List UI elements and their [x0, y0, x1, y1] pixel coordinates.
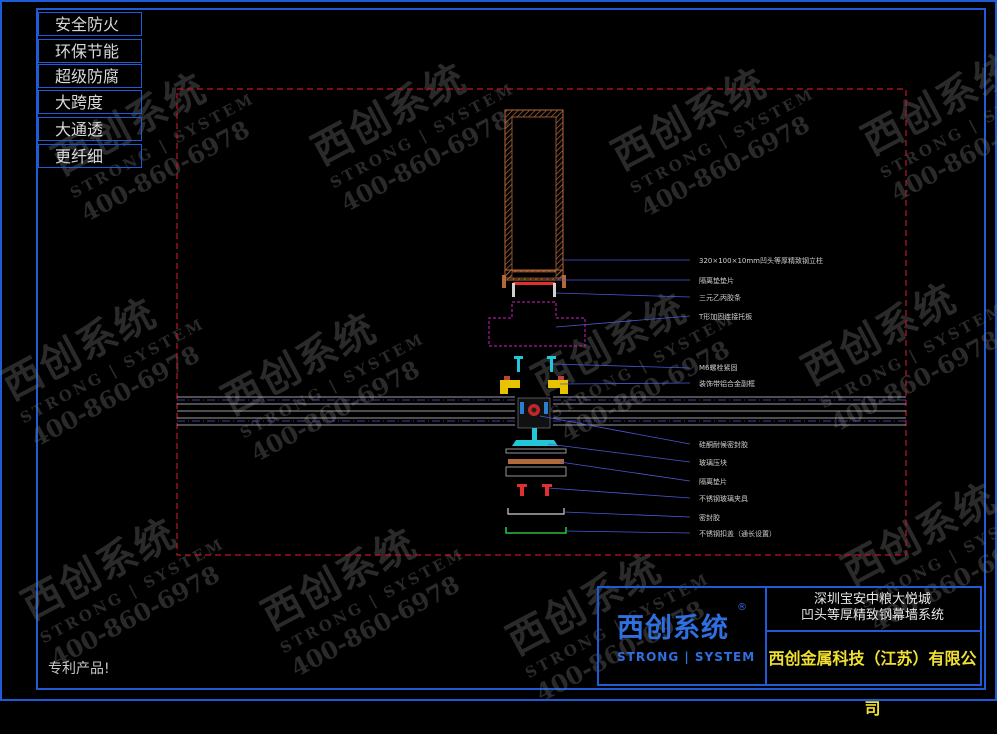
project-title: 深圳宝安中粮大悦城 凹头等厚精致钢幕墙系统 [765, 588, 980, 632]
outer-frame [0, 0, 997, 701]
feature-tag-energy-saving: 环保节能 [38, 39, 142, 63]
callout-cover-cap: 不锈钢扣盖（通长设置） [699, 530, 776, 538]
callout-epdm-gasket: 三元乙丙胶条 [699, 294, 741, 302]
feature-tag-anticorrosion: 超级防腐 [38, 64, 142, 88]
isolation-pad [513, 282, 555, 285]
callout-subframe: 装饰带铝合金副框 [699, 380, 755, 388]
inner-frame [36, 8, 986, 690]
logo-name: 西创系统 [617, 613, 729, 644]
callout-sealant: 密封胶 [699, 514, 720, 522]
aluminium-subframe [500, 376, 568, 394]
silicone-joint [517, 397, 551, 429]
epdm-gasket-right [553, 283, 556, 297]
feature-tag-large-span: 大跨度 [38, 90, 142, 114]
callout-t-connector: T形加固连接托板 [699, 313, 753, 321]
callout-isolation-shim: 隔离垫片 [699, 478, 727, 486]
t-connector [488, 301, 586, 347]
patent-note: 专利产品! [48, 661, 110, 677]
logo-english-name: STRONG | SYSTEM [617, 650, 756, 664]
callout-isolation-pad: 隔离垫垫片 [699, 277, 734, 285]
feature-tag-transparent: 大通透 [38, 117, 142, 141]
glass-pane-left [177, 396, 515, 426]
section-boundary [176, 88, 907, 556]
brand-logo: 西创系统 ® STRONG | SYSTEM [599, 588, 767, 684]
steel-mullion [502, 109, 566, 288]
outer-cover [505, 448, 567, 534]
leader-lines [539, 259, 691, 534]
company-name: 西创金属科技（江苏）有限公司 [768, 649, 977, 718]
project-name: 深圳宝安中粮大悦城 [813, 592, 931, 607]
epdm-gasket-left [512, 283, 515, 297]
callout-mullion: 320×100×10mm凹头等厚精致钢立柱 [699, 257, 823, 265]
glass-clamp [512, 428, 558, 446]
feature-tag-fireproof: 安全防火 [38, 12, 142, 36]
system-name: 凹头等厚精致钢幕墙系统 [800, 608, 944, 623]
curtain-wall-section-drawing [176, 88, 907, 556]
callout-m6-bolt: M6螺栓紧固 [699, 364, 738, 372]
callout-glass-fixture: 不锈钢玻璃夹具 [699, 495, 748, 503]
callout-glass-clamp: 玻璃压块 [699, 459, 727, 467]
title-block: 西创系统 ® STRONG | SYSTEM 深圳宝安中粮大悦城 凹头等厚精致钢… [597, 586, 982, 718]
feature-tag-slender: 更纤细 [38, 144, 142, 168]
logo-registered-mark: ® [737, 602, 747, 613]
m6-bolts [514, 356, 556, 372]
glass-pane-right [553, 396, 906, 426]
callout-silicone: 硅酮耐候密封胶 [699, 441, 748, 449]
